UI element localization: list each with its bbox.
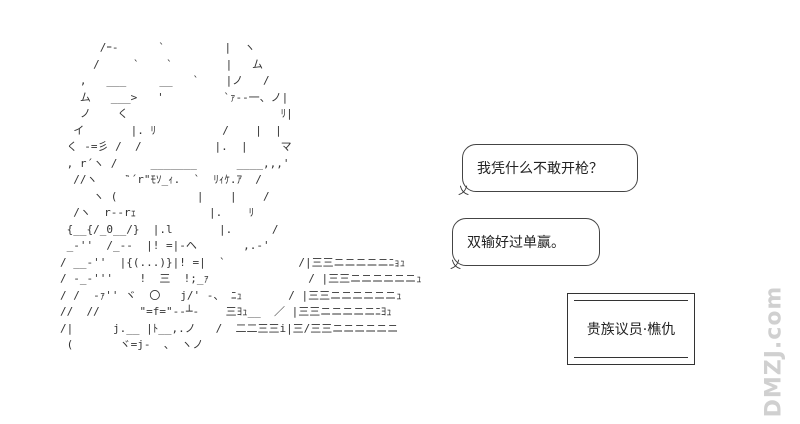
- speech-bubble-2-tail: 乂: [450, 258, 461, 271]
- ascii-art-figure: /ｰ- ` | ヽ / ` ` | ム , ___ __ ` |ノ / ム __…: [60, 41, 422, 351]
- site-watermark-text: DMZJ.com: [761, 285, 787, 417]
- character-name-box: 贵族议员·樵仇: [567, 293, 695, 365]
- speech-bubble-2: 双输好过单赢。: [452, 218, 600, 266]
- speech-bubble-1: 我凭什么不敢开枪？: [462, 144, 638, 192]
- speech-bubble-2-text: 双输好过单赢。: [467, 235, 565, 251]
- speech-bubble-1-text: 我凭什么不敢开枪？: [477, 161, 603, 177]
- speech-bubble-1-tail: 乂: [458, 184, 469, 197]
- site-watermark: DMZJ.com: [758, 285, 790, 417]
- character-name-label: 贵族议员·樵仇: [586, 322, 676, 338]
